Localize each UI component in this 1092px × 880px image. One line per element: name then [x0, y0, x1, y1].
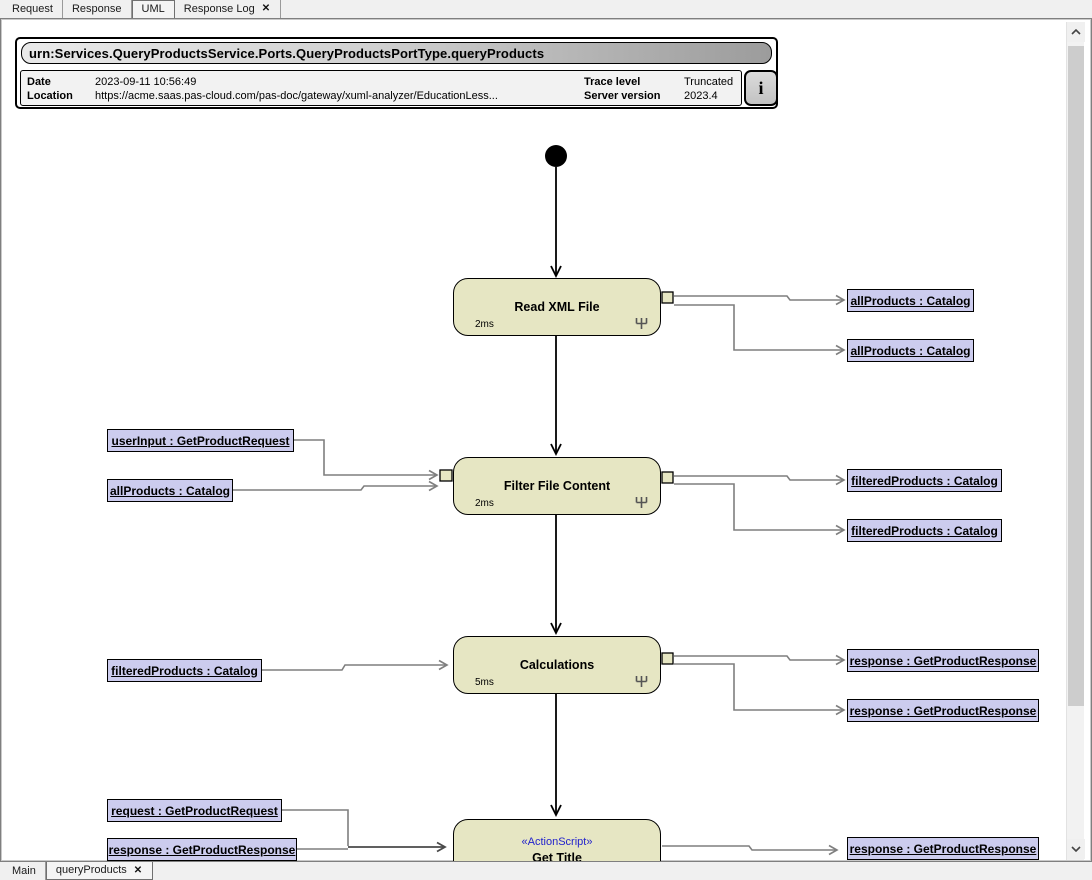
tab-response[interactable]: Response — [63, 0, 132, 18]
object-allproducts-in[interactable]: allProducts : Catalog — [107, 479, 233, 502]
object-label: filteredProducts : Catalog — [111, 663, 258, 678]
rake-icon — [635, 318, 648, 329]
object-label: request : GetProductRequest — [111, 803, 278, 818]
close-icon[interactable]: ✕ — [261, 3, 271, 14]
object-filteredproducts-in[interactable]: filteredProducts : Catalog — [107, 659, 262, 682]
rake-icon — [635, 676, 648, 687]
location-label: Location — [27, 90, 73, 102]
tab-uml-label: UML — [141, 3, 165, 15]
info-button[interactable]: i — [744, 70, 778, 106]
object-label: allProducts : Catalog — [850, 343, 971, 358]
operation-title: urn:Services.QueryProductsService.Ports.… — [21, 42, 772, 64]
trace-header: urn:Services.QueryProductsService.Ports.… — [15, 37, 778, 109]
object-filteredproducts-out-1[interactable]: filteredProducts : Catalog — [847, 469, 1002, 492]
activity-read-xml-file[interactable]: Read XML File 2ms — [453, 278, 661, 336]
activity-filter-file-content[interactable]: Filter File Content 2ms — [453, 457, 661, 515]
object-label: response : GetProductResponse — [108, 842, 296, 857]
tab-request[interactable]: Request — [3, 0, 63, 18]
vertical-scrollbar[interactable] — [1066, 22, 1085, 860]
object-label: response : GetProductResponse — [849, 841, 1037, 856]
date-label: Date — [27, 76, 51, 88]
object-allproducts-out-2[interactable]: allProducts : Catalog — [847, 339, 974, 362]
object-label: userInput : GetProductRequest — [111, 433, 290, 448]
activity-duration: 5ms — [475, 677, 494, 688]
tab-queryproducts-label: queryProducts — [55, 864, 127, 876]
tab-response-log-label: Response Log — [183, 2, 255, 15]
activity-duration: 2ms — [475, 319, 494, 330]
object-response-out-2[interactable]: response : GetProductResponse — [847, 699, 1039, 722]
top-tab-bar: Request Response UML Response Log ✕ — [0, 0, 1092, 18]
object-label: filteredProducts : Catalog — [851, 473, 998, 488]
object-response-out-1[interactable]: response : GetProductResponse — [847, 649, 1039, 672]
object-label: filteredProducts : Catalog — [851, 523, 998, 538]
scroll-down-icon — [1071, 846, 1081, 852]
tab-request-label: Request — [12, 2, 53, 15]
location-value: https://acme.saas.pas-cloud.com/pas-doc/… — [95, 90, 498, 102]
tab-queryproducts[interactable]: queryProducts ✕ — [45, 862, 154, 880]
object-response-out-3[interactable]: response : GetProductResponse — [847, 837, 1039, 860]
object-label: response : GetProductResponse — [849, 653, 1037, 668]
initial-node-icon — [545, 145, 567, 167]
scroll-down-button[interactable] — [1067, 839, 1085, 859]
scroll-up-button[interactable] — [1067, 22, 1085, 42]
activity-get-title[interactable]: «ActionScript» Get Title — [453, 819, 661, 862]
server-version-label: Server version — [584, 90, 661, 102]
activity-name: Calculations — [519, 658, 595, 672]
scrollbar-thumb[interactable] — [1068, 46, 1084, 706]
object-allproducts-out-1[interactable]: allProducts : Catalog — [847, 289, 974, 312]
server-version-value: 2023.4 — [684, 90, 718, 102]
uml-diagram-panel: urn:Services.QueryProductsService.Ports.… — [0, 18, 1092, 862]
object-userinput[interactable]: userInput : GetProductRequest — [107, 429, 294, 452]
close-icon[interactable]: ✕ — [133, 864, 143, 876]
input-pin — [439, 469, 453, 482]
object-label: allProducts : Catalog — [850, 293, 971, 308]
activity-name: Filter File Content — [503, 479, 611, 493]
object-label: response : GetProductResponse — [849, 703, 1037, 718]
tab-response-label: Response — [71, 2, 122, 15]
output-pin — [661, 291, 674, 304]
object-label: allProducts : Catalog — [109, 483, 231, 498]
activity-calculations[interactable]: Calculations 5ms — [453, 636, 661, 694]
tab-response-log[interactable]: Response Log ✕ — [175, 0, 282, 18]
activity-duration: 2ms — [475, 498, 494, 509]
tab-main[interactable]: Main — [3, 862, 46, 880]
info-icon: i — [758, 77, 764, 98]
object-response-in[interactable]: response : GetProductResponse — [107, 838, 297, 861]
trace-level-value: Truncated — [684, 76, 734, 88]
trace-level-label: Trace level — [584, 76, 641, 88]
object-request-in[interactable]: request : GetProductRequest — [107, 799, 282, 822]
output-pin — [661, 471, 674, 484]
scroll-up-icon — [1071, 29, 1081, 35]
trace-metadata: Date 2023-09-11 10:56:49 Location https:… — [20, 70, 742, 106]
activity-name: Get Title — [532, 850, 582, 862]
tab-uml[interactable]: UML — [131, 0, 175, 18]
activity-stereotype: «ActionScript» — [521, 835, 593, 848]
tab-main-label: Main — [12, 864, 36, 877]
output-pin — [661, 652, 674, 665]
diagram-connectors — [233, 145, 846, 856]
date-value: 2023-09-11 10:56:49 — [95, 76, 197, 88]
rake-icon — [635, 497, 648, 508]
object-filteredproducts-out-2[interactable]: filteredProducts : Catalog — [847, 519, 1002, 542]
bottom-tab-bar: Main queryProducts ✕ — [0, 862, 1092, 880]
activity-name: Read XML File — [514, 300, 600, 314]
